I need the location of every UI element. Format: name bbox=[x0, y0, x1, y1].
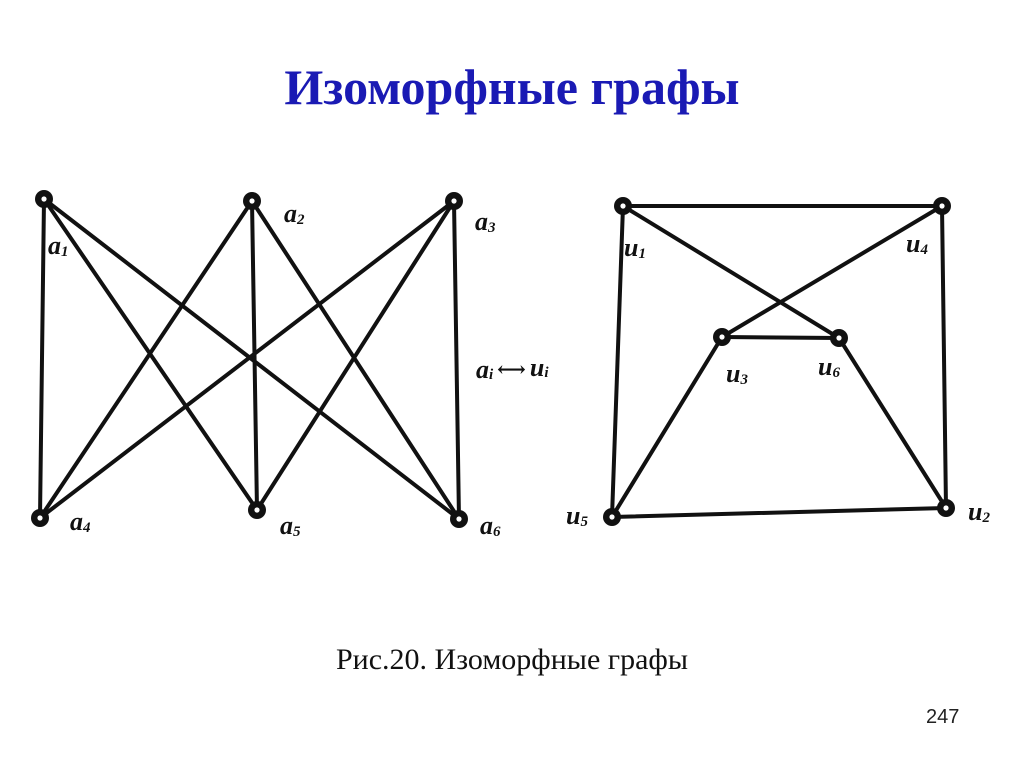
vertex-letter-u4: u bbox=[906, 229, 920, 258]
page-number: 247 bbox=[926, 706, 960, 728]
vertex-sub-a6: 6 bbox=[493, 524, 501, 540]
edge-u5-u2 bbox=[610, 506, 948, 519]
edge-u1-u6 bbox=[621, 204, 841, 340]
vertex-label-u4: u4 bbox=[906, 229, 928, 258]
vertex-letter-u3: u bbox=[726, 359, 740, 388]
mapping-label: ai⟷ui bbox=[476, 353, 549, 384]
edge-a3-a4 bbox=[38, 199, 456, 520]
vertex-sub-a4: 4 bbox=[82, 520, 91, 536]
vertex-letter-u5: u bbox=[566, 501, 580, 530]
vertex-letter-a5: a bbox=[280, 511, 293, 540]
vertex-sub-u4: 4 bbox=[919, 242, 928, 258]
vertex-a3 bbox=[445, 192, 463, 210]
vertex-sub-u3: 3 bbox=[739, 372, 748, 388]
figure-caption: Рис.20. Изоморфные графы bbox=[336, 643, 688, 676]
vertex-sub-a2: 2 bbox=[296, 212, 305, 228]
vertex-label-u1: u1 bbox=[624, 233, 646, 262]
vertex-a2 bbox=[243, 192, 261, 210]
vertex-label-a6: a6 bbox=[480, 511, 501, 540]
vertex-label-a3: a3 bbox=[475, 207, 496, 236]
vertex-a4 bbox=[31, 509, 49, 527]
edge-u3-u5 bbox=[610, 335, 724, 519]
vertex-center-u3 bbox=[719, 334, 725, 340]
svg-text:ai⟷ui: ai⟷ui bbox=[476, 353, 549, 384]
vertex-sub-u1: 1 bbox=[638, 246, 646, 262]
vertex-a6 bbox=[450, 510, 468, 528]
vertex-sub-a1: 1 bbox=[61, 244, 69, 260]
vertex-u4 bbox=[933, 197, 951, 215]
slide-title: Изоморфные графы bbox=[284, 59, 740, 115]
vertex-label-u5: u5 bbox=[566, 501, 588, 530]
vertex-label-u6: u6 bbox=[818, 352, 840, 381]
mapping-arrow: ⟷ bbox=[497, 359, 526, 381]
vertex-letter-a1: a bbox=[48, 231, 61, 260]
vertex-center-a1 bbox=[41, 196, 47, 202]
vertex-sub-a3: 3 bbox=[487, 220, 496, 236]
left-graph-edges bbox=[38, 197, 461, 521]
right-graph-vertices bbox=[603, 197, 955, 526]
vertex-center-u5 bbox=[609, 514, 615, 520]
edge-u6-u2 bbox=[837, 336, 948, 510]
vertex-label-a2: a2 bbox=[284, 199, 305, 228]
vertex-u5 bbox=[603, 508, 621, 526]
edge-a2-a4 bbox=[38, 199, 254, 520]
vertex-a1 bbox=[35, 190, 53, 208]
vertex-a5 bbox=[248, 501, 266, 519]
vertex-center-u1 bbox=[620, 203, 626, 209]
vertex-letter-a3: a bbox=[475, 207, 488, 236]
vertex-label-a4: a4 bbox=[70, 507, 91, 536]
vertex-sub-u5: 5 bbox=[580, 514, 588, 530]
vertex-letter-a6: a bbox=[480, 511, 493, 540]
vertex-letter-u2: u bbox=[968, 497, 982, 526]
vertex-center-a3 bbox=[451, 198, 457, 204]
mapping-right-letter: u bbox=[530, 353, 544, 382]
vertex-center-a2 bbox=[249, 198, 255, 204]
edge-u4-u3 bbox=[720, 204, 944, 339]
edge-u1-u5 bbox=[610, 204, 625, 519]
edge-a1-a6 bbox=[42, 197, 461, 521]
vertex-letter-a4: a bbox=[70, 507, 83, 536]
vertex-sub-a5: 5 bbox=[293, 524, 301, 540]
vertex-center-u4 bbox=[939, 203, 945, 209]
vertex-letter-u6: u bbox=[818, 352, 832, 381]
mapping-left-letter: a bbox=[476, 355, 489, 384]
edge-a3-a6 bbox=[452, 199, 461, 521]
vertex-label-a1: a1 bbox=[48, 231, 69, 260]
vertex-u1 bbox=[614, 197, 632, 215]
vertex-center-a6 bbox=[456, 516, 462, 522]
edge-a2-a6 bbox=[250, 199, 461, 521]
edge-a3-a5 bbox=[255, 199, 456, 512]
vertex-label-u2: u2 bbox=[968, 497, 990, 526]
vertex-center-u6 bbox=[836, 335, 842, 341]
left-graph-vertices bbox=[31, 190, 468, 528]
vertex-center-u2 bbox=[943, 505, 949, 511]
vertex-center-a4 bbox=[37, 515, 43, 521]
mapping-left-sub: i bbox=[489, 367, 494, 383]
vertex-u6 bbox=[830, 329, 848, 347]
vertex-center-a5 bbox=[254, 507, 260, 513]
vertex-sub-u6: 6 bbox=[832, 365, 840, 381]
vertex-label-u3: u3 bbox=[726, 359, 748, 388]
vertex-u3 bbox=[713, 328, 731, 346]
vertex-letter-u1: u bbox=[624, 233, 638, 262]
right-graph-edges bbox=[610, 204, 948, 519]
vertex-u2 bbox=[937, 499, 955, 517]
edge-a1-a4 bbox=[38, 197, 46, 520]
vertex-label-a5: a5 bbox=[280, 511, 301, 540]
edge-u4-u2 bbox=[940, 204, 948, 510]
edge-u3-u6 bbox=[720, 335, 841, 340]
vertex-sub-u2: 2 bbox=[981, 510, 990, 526]
mapping-right-sub: i bbox=[544, 365, 549, 381]
vertex-letter-a2: a bbox=[284, 199, 297, 228]
